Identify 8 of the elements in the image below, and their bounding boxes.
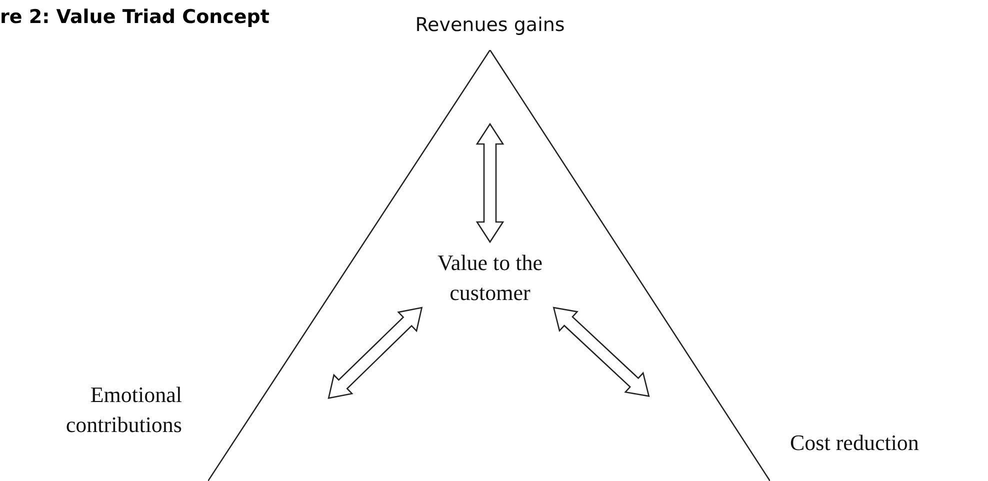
concept-label: Value to the customer <box>415 248 565 308</box>
concept-label: Revenues gains <box>400 10 580 40</box>
figure-title: re 2: Value Triad Concept <box>0 6 270 28</box>
double-arrow <box>552 306 650 398</box>
concept-label: Cost reduction <box>790 428 970 458</box>
concept-label: Emotional contributions <box>30 380 182 440</box>
double-arrow <box>328 306 423 400</box>
double-arrow <box>476 122 504 244</box>
